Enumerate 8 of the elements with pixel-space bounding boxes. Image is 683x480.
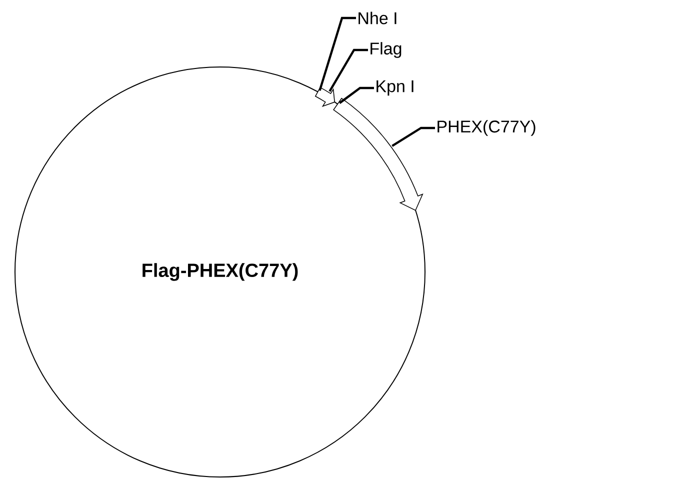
feature-label: PHEX(C77Y): [438, 120, 536, 136]
leader-line: [392, 126, 435, 147]
feature-label: Flag: [370, 42, 402, 58]
leader-line: [338, 86, 374, 104]
leader-line: [328, 48, 368, 92]
feature-label: Nhe I: [358, 12, 396, 24]
feature-label: Kpn I: [376, 80, 414, 96]
leader-line: [318, 16, 356, 91]
